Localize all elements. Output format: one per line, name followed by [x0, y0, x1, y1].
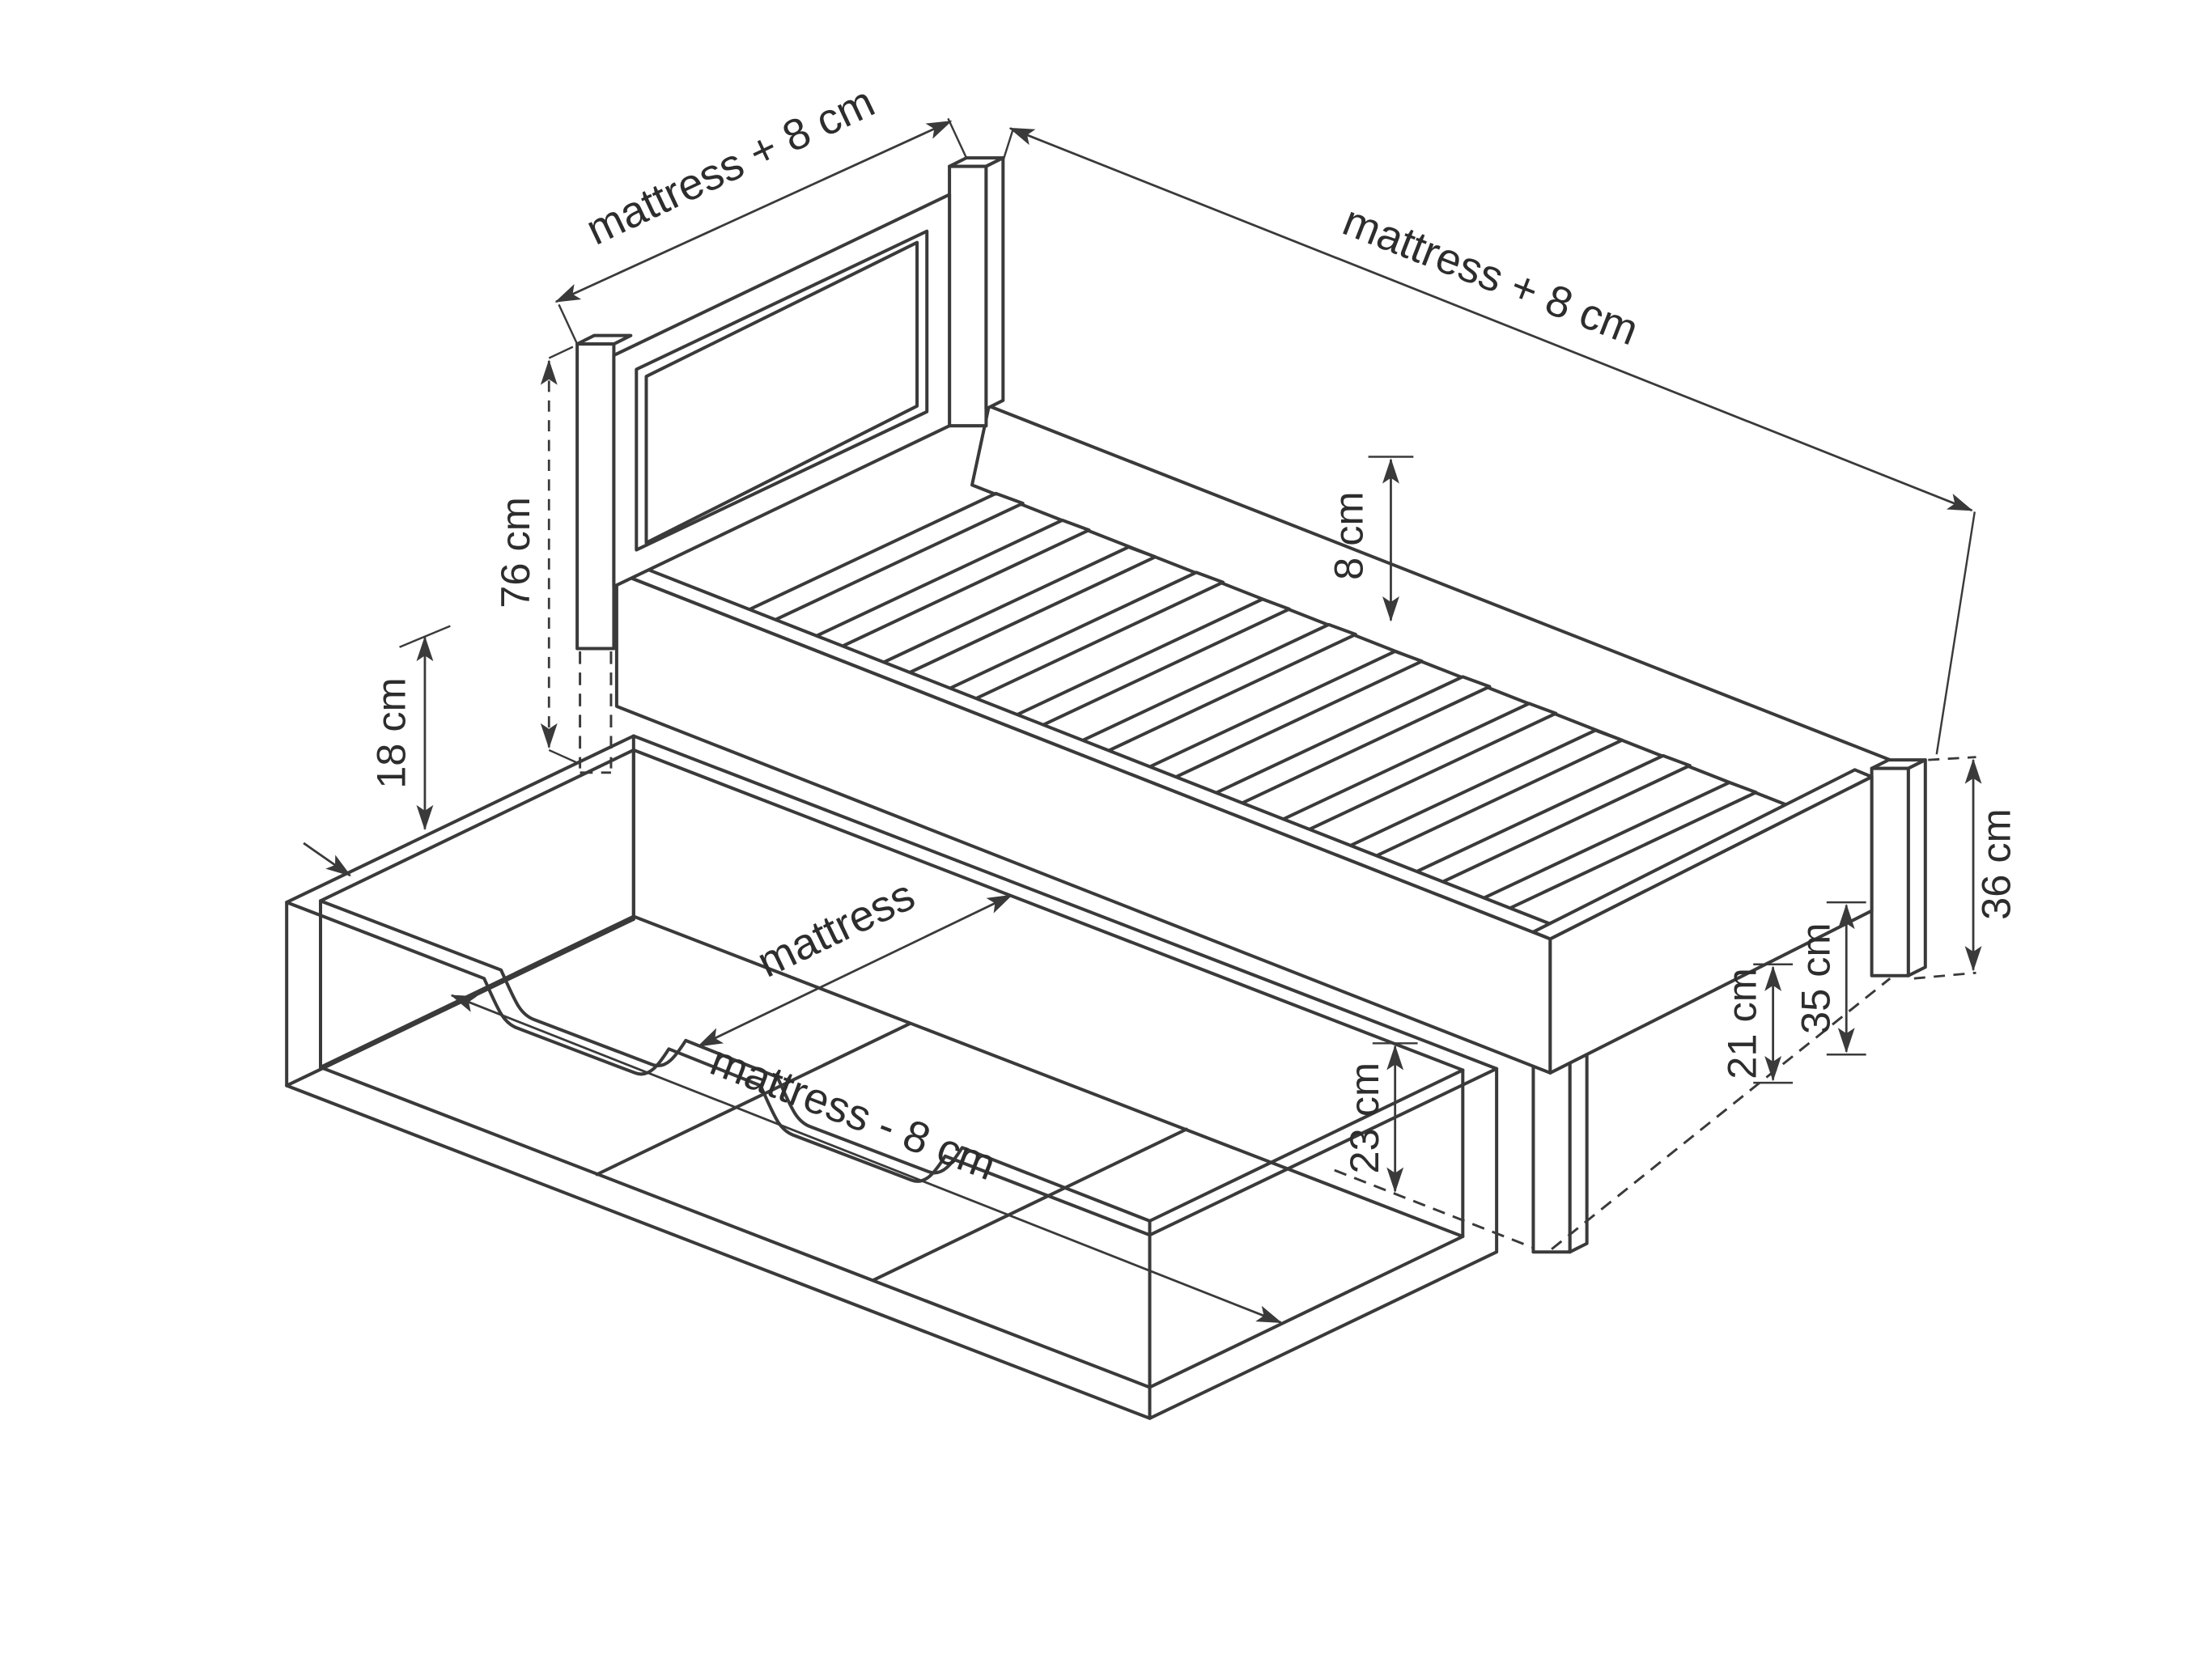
headboard-far-post [948, 164, 988, 428]
hidden-floor-line-under-bed [1334, 1168, 1534, 1249]
near-foot-leg [1531, 1047, 1589, 1254]
dim-foot-end-height-label: 36 cm [1972, 808, 2019, 920]
bed-frame [614, 404, 1927, 1254]
dim-bed-length-line [1008, 127, 1973, 512]
hidden-floor-line-foot [1551, 977, 1891, 1250]
far-foot-leg [1870, 758, 1927, 977]
dim-drawer-offset-label: 23 cm [1341, 1062, 1387, 1174]
hidden-headboard-leg [579, 651, 613, 774]
drawer-inner-left-edge [319, 748, 635, 903]
dim-drawer-corner-arrow [303, 842, 352, 877]
hidden-edges [579, 651, 1891, 1250]
dim-drawer-length-line [450, 994, 1283, 1324]
headboard-far-post-side [984, 156, 1005, 411]
dim-headboard-height-label: 76 cm [492, 497, 538, 608]
foot-rail [1548, 775, 1874, 1075]
dim-rail-above-slats-label: 8 cm [1326, 491, 1372, 579]
drawer-inner-back-edge [631, 748, 1465, 1072]
dimensions [303, 117, 1982, 1324]
dim-headboard-width-label: mattress + 8 cm [579, 77, 881, 254]
dim-leg-height-label: 35 cm [1792, 922, 1838, 1034]
dim-headboard-width-line [554, 120, 953, 303]
headboard-near-post [575, 342, 616, 651]
dim-clearance-label: 21 cm [1719, 968, 1765, 1079]
dim-drawer-height-label: 18 cm [368, 677, 414, 789]
